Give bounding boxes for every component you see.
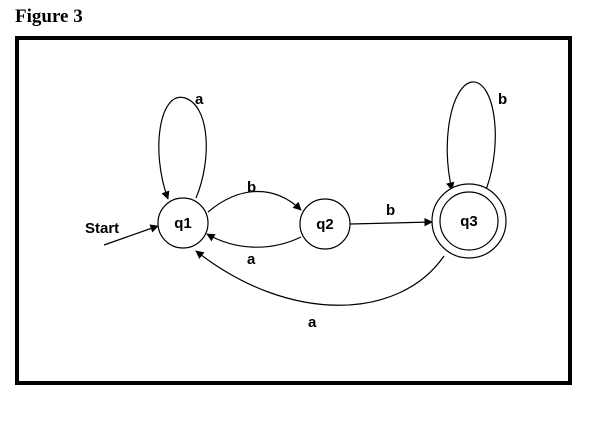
edge-label-q1-q2: b [247, 179, 256, 196]
state-label-q3: q3 [460, 213, 478, 230]
state-q2: q2 [299, 198, 351, 250]
edge-label-q2-q1: a [247, 251, 256, 268]
accepting-ring-q3 [439, 191, 499, 251]
edge-label-q1-q1: a [195, 91, 204, 108]
edge-q2-q1 [206, 233, 302, 248]
edge-label-q3-q1: a [308, 314, 317, 331]
state-label-q1: q1 [174, 215, 192, 232]
edge-q3-q3 [446, 81, 496, 191]
edge-label-q2-q3: b [386, 202, 395, 219]
edge-q3-q1 [195, 250, 445, 306]
edge-q2-q3 [349, 217, 433, 227]
edge-q1-q1 [158, 96, 207, 200]
edge-label-q3-q3: b [498, 91, 507, 108]
start-label: Start [85, 220, 119, 237]
state-q3: q3 [431, 183, 507, 259]
state-label-q2: q2 [316, 216, 334, 233]
state-q1: q1 [157, 197, 209, 249]
figure-title: Figure 3 [15, 6, 83, 27]
start-arrow [103, 224, 159, 246]
edge-q1-q2 [207, 190, 302, 213]
